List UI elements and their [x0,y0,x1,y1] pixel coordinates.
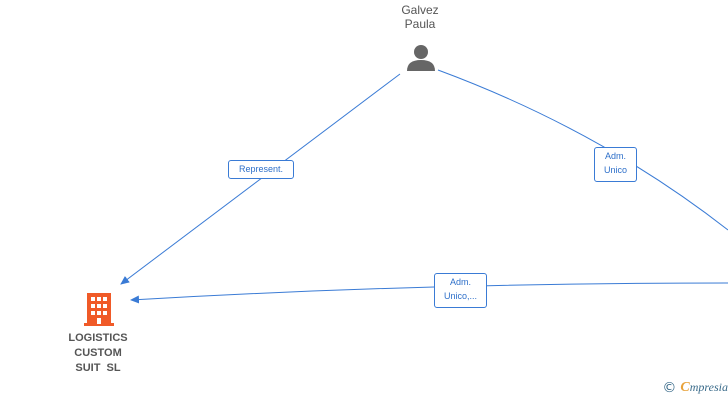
edge-label-adm-unico-upper-line1: Adm. [604,151,626,161]
person-name-line1: Galvez [401,3,439,17]
brand-footer[interactable]: © Cmpresia [662,380,728,396]
company-name[interactable]: LOGISTICS CUSTOM SUIT SL [68,332,128,374]
edge-label-adm-unico-lower[interactable]: Adm. Unico,... [434,273,487,308]
edge-label-adm-unico-lower-line1: Adm. [449,277,471,287]
person-name-line2: Paula [404,17,436,31]
edge-adm-unico-lower [130,282,728,304]
edge-label-represent-text: Represent. [238,164,284,174]
brand-initial: C [680,380,690,395]
person-name: Galvez Paula [390,3,450,31]
copyright-icon: © [662,380,677,396]
edge-label-adm-unico-upper[interactable]: Adm. Unico [594,147,637,182]
building-icon[interactable] [84,293,114,326]
edge-label-adm-unico-lower-line2: Unico,... [443,291,477,301]
edge-represent [120,73,401,285]
brand-rest: mpresia [689,380,728,394]
edge-adm-unico-upper [437,69,728,231]
edge-label-adm-unico-upper-line2: Unico [603,165,627,175]
person-icon[interactable] [407,45,435,71]
edge-label-represent[interactable]: Represent. [228,160,294,179]
brand-logo: Cmpresia [680,380,728,396]
